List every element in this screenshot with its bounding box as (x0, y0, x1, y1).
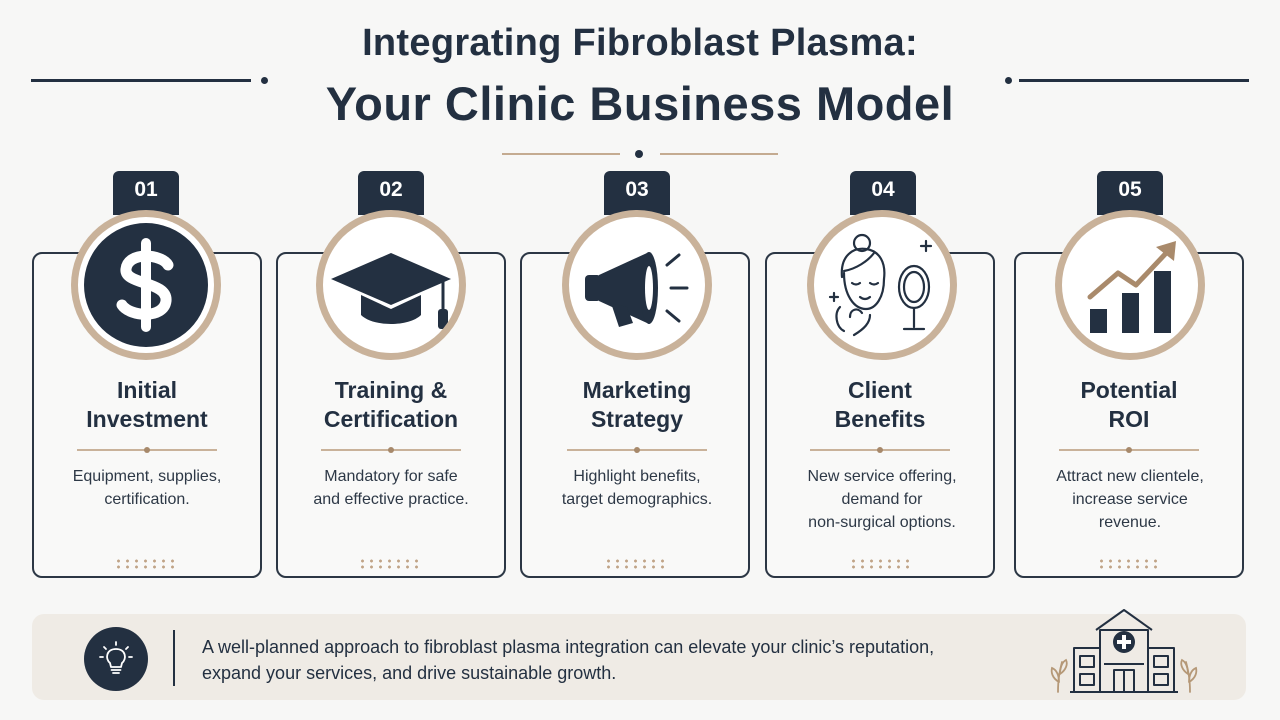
step-desc-5-line2: increase service (1072, 491, 1188, 508)
step-divider-dot-4 (877, 447, 883, 453)
step-desc-3-line1: Highlight benefits, (573, 468, 701, 485)
step-title-4: Client Benefits (765, 376, 995, 434)
page-title-line1: Integrating Fibroblast Plasma: (362, 22, 918, 64)
summary-text-line1: A well-planned approach to fibroblast pl… (202, 637, 935, 657)
step-title-3: Marketing Strategy (522, 376, 752, 434)
step-desc-4-line2: demand for (841, 491, 923, 508)
step-number-5: 05 (1097, 171, 1163, 215)
summary-text: A well-planned approach to fibroblast pl… (202, 634, 1022, 686)
step-divider-dot-2 (388, 447, 394, 453)
lightbulb-icon (99, 641, 133, 674)
step-divider-dot-1 (144, 447, 150, 453)
step-desc-2: Mandatory for safe and effective practic… (276, 465, 506, 511)
summary-banner (32, 614, 1246, 700)
step-number-2: 02 (358, 171, 424, 215)
step-icon-circle-3 (562, 210, 712, 360)
step-desc-4-line1: New service offering, (807, 468, 957, 485)
step-icon-circle-5 (1055, 210, 1205, 360)
subtitle-rule-left (502, 153, 620, 155)
step-title-4-line1: Client (848, 377, 912, 403)
step-title-2-line1: Training & (334, 377, 448, 403)
summary-text-line2: expand your services, and drive sustaina… (202, 663, 617, 683)
step-desc-5-line1: Attract new clientele, (1056, 468, 1204, 485)
step-number-4: 04 (850, 171, 916, 215)
step-desc-1: Equipment, supplies, certification. (32, 465, 262, 511)
step-number-1: 01 (113, 171, 179, 215)
megaphone-icon (585, 252, 689, 327)
step-dots-4 (849, 558, 915, 570)
step-title-2: Training & Certification (276, 376, 506, 434)
step-dots-5 (1097, 558, 1163, 570)
step-desc-3: Highlight benefits, target demographics. (522, 465, 752, 511)
step-desc-4-line3: non-surgical options. (808, 514, 956, 531)
title-dot-left (261, 77, 268, 84)
lightbulb-badge (84, 627, 148, 691)
step-dots-3 (604, 558, 670, 570)
step-desc-2-line1: Mandatory for safe (324, 468, 458, 485)
step-number-3: 03 (604, 171, 670, 215)
subtitle-dot (635, 150, 643, 158)
growth-chart-icon (1087, 241, 1176, 333)
step-divider-dot-5 (1126, 447, 1132, 453)
step-title-1: Initial Investment (32, 376, 262, 434)
title-rule-left (31, 79, 251, 82)
step-title-3-line1: Marketing (582, 377, 692, 403)
step-desc-1-line2: certification. (104, 491, 190, 508)
step-icon-circle-4 (807, 210, 957, 360)
graduation-cap-icon (331, 253, 451, 329)
step-title-1-line1: Initial (116, 377, 178, 403)
woman-mirror-icon (828, 233, 933, 337)
title-dot-right (1005, 77, 1012, 84)
step-desc-2-line2: and effective practice. (313, 491, 469, 508)
step-title-1-line2: Investment (86, 406, 208, 432)
step-icon-circle-2 (316, 210, 466, 360)
step-desc-1-line1: Equipment, supplies, (72, 468, 222, 485)
step-desc-5-line3: revenue. (1098, 514, 1162, 531)
step-desc-3-line2: target demographics. (561, 491, 713, 508)
step-title-5-line2: ROI (1108, 406, 1150, 432)
step-dots-2 (358, 558, 424, 570)
step-title-5-line1: Potential (1080, 377, 1178, 403)
step-desc-5: Attract new clientele, increase service … (1015, 465, 1245, 534)
step-title-2-line2: Certification (323, 406, 459, 432)
title-rule-right (1019, 79, 1249, 82)
step-title-5: Potential ROI (1014, 376, 1244, 434)
banner-separator (173, 630, 175, 686)
dollar-sign-icon (84, 223, 208, 347)
step-title-3-line2: Strategy (590, 406, 684, 432)
step-desc-4: New service offering, demand for non-sur… (767, 465, 997, 534)
page-title-line2: Your Clinic Business Model (325, 77, 955, 130)
step-dots-1 (114, 558, 180, 570)
clinic-building-icon (1050, 609, 1198, 693)
step-divider-dot-3 (634, 447, 640, 453)
step-title-4-line2: Benefits (834, 406, 926, 432)
subtitle-rule-right (660, 153, 778, 155)
step-icon-circle-1 (71, 210, 221, 360)
